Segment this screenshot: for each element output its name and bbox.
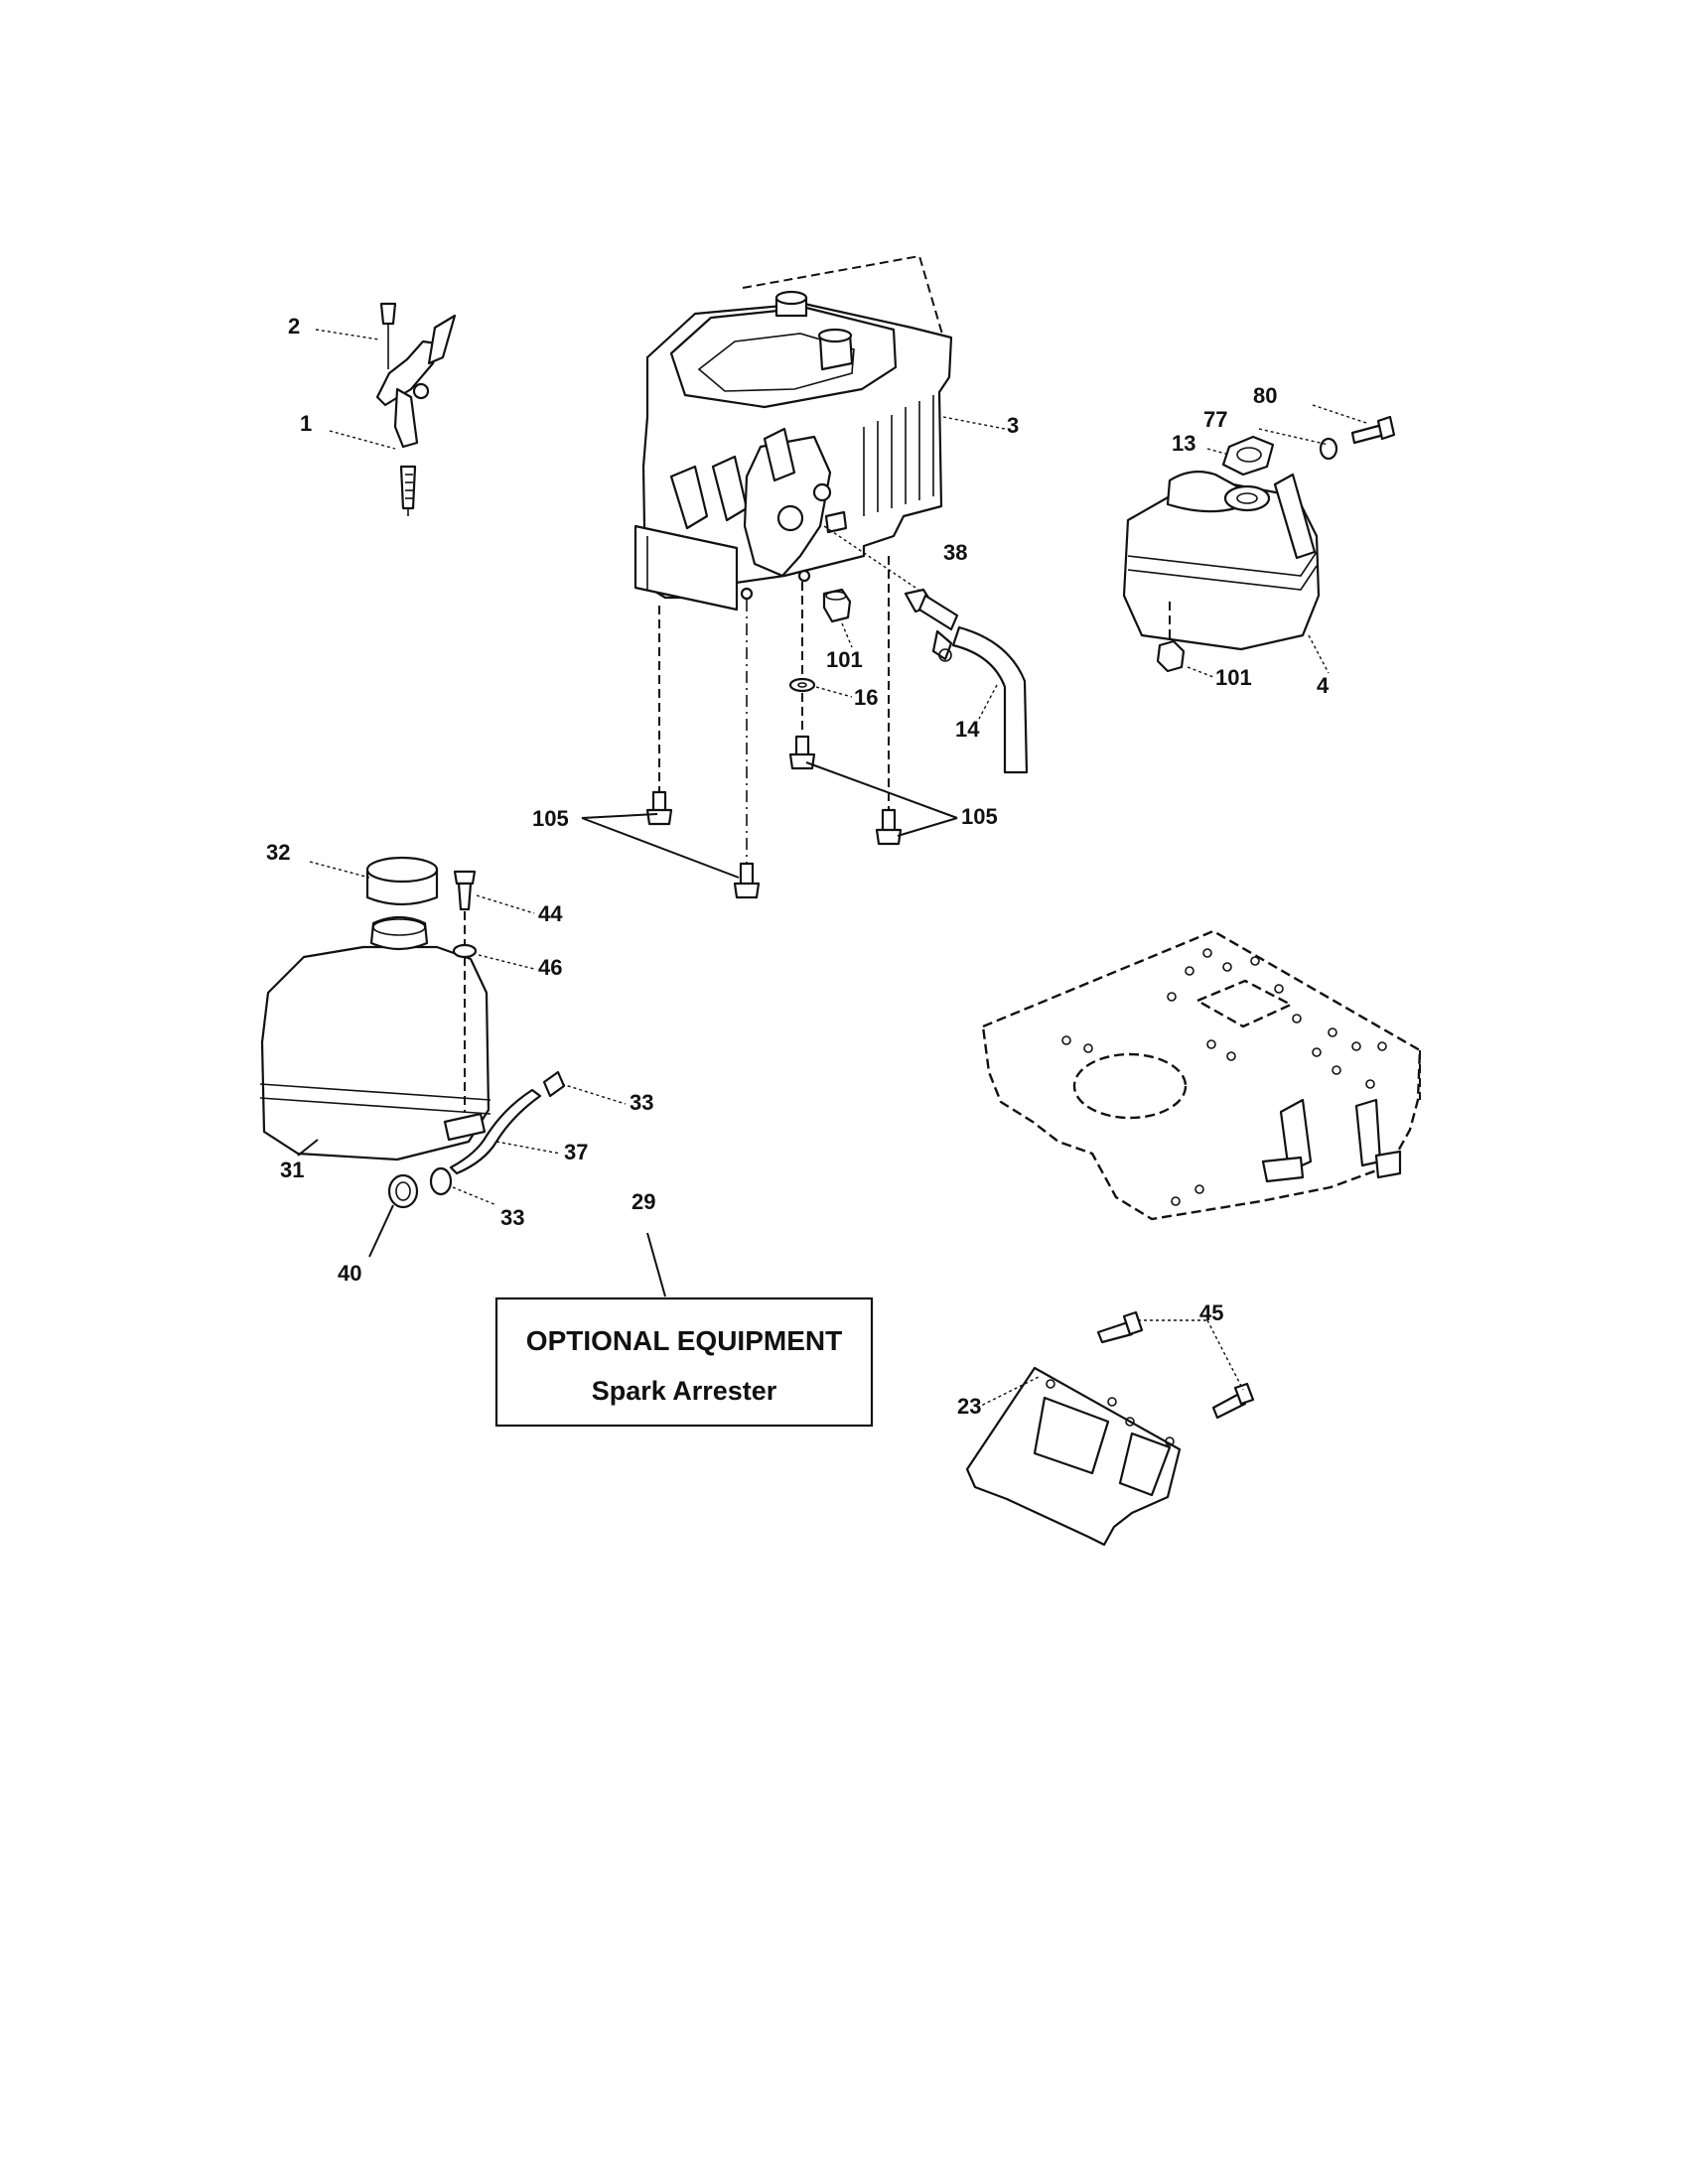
callout-4: 4 xyxy=(1317,673,1330,698)
callout-80: 80 xyxy=(1253,383,1277,408)
screw-44-part xyxy=(453,870,477,911)
callout-40: 40 xyxy=(338,1261,361,1286)
screw-45-b-part xyxy=(1211,1382,1255,1420)
callout-44: 44 xyxy=(538,901,563,926)
callout-13: 13 xyxy=(1172,431,1195,456)
fuel-hose-part xyxy=(904,588,1029,774)
callout-2: 2 xyxy=(288,314,300,339)
washer-46-part xyxy=(452,943,478,959)
fuel-cap-32-part xyxy=(365,856,439,906)
callout-14: 14 xyxy=(955,717,980,742)
callout-38: 38 xyxy=(943,540,967,565)
callout-32: 32 xyxy=(266,840,290,865)
callout-45: 45 xyxy=(1199,1300,1223,1325)
bolt-105-b-part xyxy=(733,862,761,899)
engine-part xyxy=(633,254,953,612)
throttle-control-part xyxy=(375,302,457,516)
washer-16-part xyxy=(788,677,816,693)
optional-equipment-subtitle: Spark Arrester xyxy=(592,1376,777,1406)
optional-equipment-box xyxy=(494,1297,874,1428)
muffler-part xyxy=(1122,470,1321,651)
callout-16: 16 xyxy=(854,685,878,710)
fuel-line-37-part xyxy=(449,1088,542,1175)
screw-45-a-part xyxy=(1096,1310,1144,1344)
callout-37: 37 xyxy=(564,1140,588,1164)
callout-3: 3 xyxy=(1007,413,1019,438)
fuel-tank-part xyxy=(259,915,491,1161)
callout-33-lower: 33 xyxy=(500,1205,524,1230)
callout-31: 31 xyxy=(280,1158,304,1182)
lockwasher-77-part xyxy=(1319,437,1338,461)
gasket-13-part xyxy=(1221,435,1275,477)
callout-46: 46 xyxy=(538,955,562,980)
callout-23: 23 xyxy=(957,1394,981,1419)
bolt-105-d-part xyxy=(875,808,903,846)
grommet-40-part xyxy=(387,1173,419,1209)
callout-105-right: 105 xyxy=(961,804,998,829)
callout-1: 1 xyxy=(300,411,312,436)
clamp-33-lower-part xyxy=(429,1166,453,1196)
mounting-plate-part xyxy=(981,929,1422,1221)
nut-101-part xyxy=(822,588,852,623)
optional-equipment-title: OPTIONAL EQUIPMENT xyxy=(526,1325,842,1356)
clamp-33-upper-part xyxy=(542,1070,566,1098)
bolt-105-c-part xyxy=(788,735,816,770)
callout-101-engine: 101 xyxy=(826,647,863,672)
spark-arrester-screen-part xyxy=(965,1366,1182,1547)
callout-33-upper: 33 xyxy=(630,1090,653,1115)
callout-101-muffler: 101 xyxy=(1215,665,1252,690)
bolt-105-a-part xyxy=(645,790,673,826)
screw-80-part xyxy=(1350,415,1396,445)
nut-101-muffler-part xyxy=(1156,639,1186,673)
callout-105-left: 105 xyxy=(532,806,569,831)
callout-29: 29 xyxy=(632,1189,655,1214)
callout-77: 77 xyxy=(1203,407,1227,432)
